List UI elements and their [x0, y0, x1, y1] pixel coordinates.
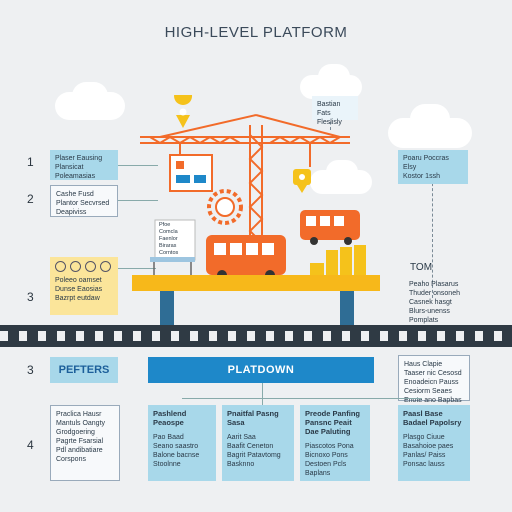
bus-icon	[206, 235, 286, 280]
cloud-left	[72, 82, 108, 110]
circle-icon	[100, 261, 111, 272]
column-box-2: Pnaitfal Pasng Sasa Aarit Saa Baafit Cen…	[222, 405, 294, 481]
left-bottom-box: Praclica Hausr Mantuls Oangty Grodgoerin…	[50, 405, 120, 481]
column-box-4: Paasl Base Badael Papolsry Plasgo Ciuue …	[398, 405, 470, 481]
connector-line	[182, 398, 422, 399]
gear-icon	[207, 189, 243, 225]
cloud-mid	[326, 160, 358, 184]
top-right-note: Bastian Fats Fleslisly	[312, 96, 358, 126]
pefters-label: PEFTERS	[50, 357, 118, 383]
circle-icon	[70, 261, 81, 272]
crane-cabin	[169, 154, 213, 192]
column-body: Aarit Saa Baafit Ceneton Bagrit Patavtom…	[227, 434, 281, 468]
connector-line	[262, 383, 263, 405]
column-header: Paasl Base Badael Papolsry	[403, 409, 462, 427]
column-box-3: Preode Panfing Pansnc Peait Dae Paluting…	[300, 405, 370, 481]
step-number-4: 4	[27, 438, 34, 452]
step-number-2: 2	[27, 192, 34, 206]
yellow-box-text: Poleeo oamset Dunse Eaosias Bazrpt eutda…	[55, 277, 103, 302]
column-body: Plasgo Ciuue Basahoioe paes Panlas/ Pais…	[403, 434, 454, 468]
right-top-box: Poaru Poccras Elsy Kostor 1ssh	[398, 150, 468, 184]
control-icons	[55, 261, 113, 272]
platform	[132, 275, 380, 325]
column-header: Pnaitfal Pasng Sasa	[227, 409, 279, 427]
connector-line	[118, 200, 158, 201]
bench	[150, 257, 195, 275]
left-top-box: Plaser Eausing Plansicat Poleamasias	[50, 150, 118, 180]
crate-stack	[310, 245, 366, 280]
column-box-1: Pashlend Peaospe Pao Baad Seano saastro …	[148, 405, 216, 481]
step-number-3a: 3	[27, 290, 34, 304]
note-card: Pfoe Comcla Faenlor Biraras Corntos	[159, 222, 179, 256]
step-number-1: 1	[27, 155, 34, 169]
cloud-top	[318, 64, 350, 90]
tom-text: Peaho Plasarus Thuder onsoneh Casnek has…	[409, 281, 460, 324]
dashed-connector	[432, 178, 433, 298]
circle-icon	[85, 261, 96, 272]
film-strip-holes	[0, 331, 512, 341]
cloud-right	[410, 104, 450, 134]
connector-line	[118, 165, 158, 166]
column-body: Piascotos Pona Bicnoxo Pons Destoen Pcls…	[305, 443, 354, 477]
column-header: Pashlend Peaospe	[153, 409, 187, 427]
right-mid-box: Haus Clapie Taaser nic Cesosd Enoadeicn …	[398, 355, 470, 404]
location-pin-icon	[293, 169, 311, 193]
yellow-box: Poleeo oamset Dunse Eaosias Bazrpt eutda…	[50, 257, 118, 315]
crane-illustration	[132, 95, 380, 325]
tom-label: TOM	[410, 262, 433, 273]
location-pin-icon	[174, 95, 193, 128]
connector-line	[118, 268, 156, 269]
platdown-bar: PLATDOWN	[148, 357, 374, 383]
circle-icon	[55, 261, 66, 272]
bus-icon	[300, 210, 360, 245]
page-title: HIGH-LEVEL PLATFORM	[164, 24, 348, 41]
column-header: Preode Panfing Pansnc Peait Dae Paluting	[305, 409, 361, 436]
column-body: Pao Baad Seano saastro Balone bacnse Sto…	[153, 434, 200, 468]
left-mid-box: Cashe Fusd Plantor Secvrsed Deapiviss	[50, 185, 118, 217]
step-number-3b: 3	[27, 363, 34, 377]
